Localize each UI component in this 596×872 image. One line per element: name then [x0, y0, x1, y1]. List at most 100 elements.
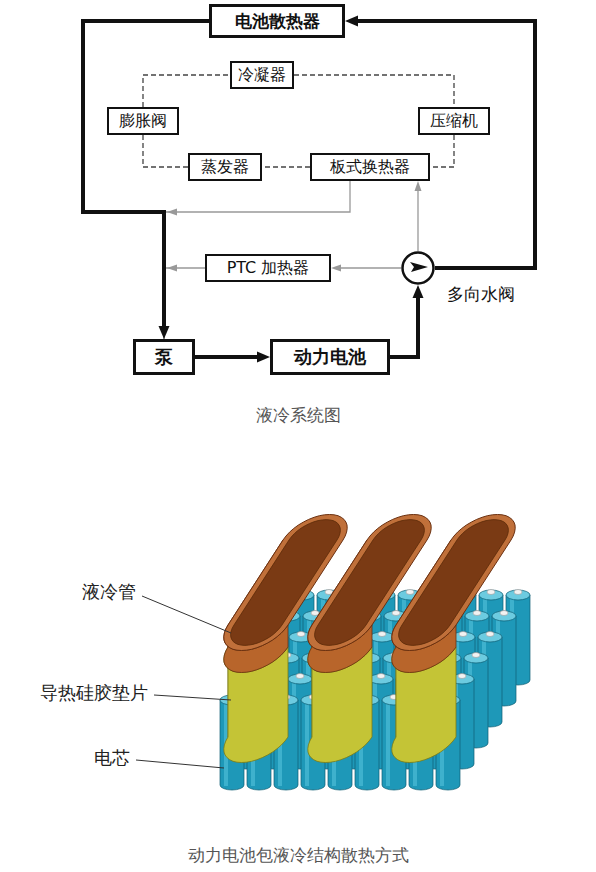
label-holder: 动力电池包液冷结构散热方式 — [0, 845, 596, 865]
battery-box: 动力电池 — [270, 339, 390, 375]
connector-line — [143, 75, 230, 107]
cell-terminal — [406, 590, 414, 595]
cell-terminal — [472, 653, 480, 658]
cell-terminal — [378, 632, 386, 637]
cell-terminal — [473, 611, 481, 616]
cooling-tube — [224, 515, 347, 651]
cell-terminal — [296, 674, 304, 679]
node-label: 板式换热器 — [330, 157, 410, 176]
refrigerant-line — [143, 135, 188, 167]
connector-line — [354, 21, 535, 268]
node-label: 电池散热器 — [235, 11, 320, 31]
cell-terminal — [459, 632, 467, 637]
pump-box: 泵 — [133, 339, 195, 375]
label-holder: 液冷管 — [82, 581, 136, 603]
flow-arrow — [331, 265, 401, 272]
refrigerant-line — [262, 167, 310, 168]
valve-ring — [403, 253, 434, 284]
cell-top — [492, 611, 516, 621]
arrow-head — [331, 265, 341, 272]
refrigerant-line — [294, 75, 454, 107]
cell-highlight — [305, 700, 309, 786]
cell-top — [464, 653, 488, 663]
cell-top — [506, 590, 530, 600]
arrow-head — [167, 265, 177, 272]
node-label: 膨胀阀 — [119, 111, 167, 130]
leader-lines — [136, 596, 231, 768]
flow-arrow — [164, 181, 350, 339]
node-label: 多向水阀 — [447, 284, 515, 304]
coolant-pipe — [345, 16, 535, 269]
arrow-head — [159, 326, 170, 339]
label-holder: 电芯 — [94, 747, 130, 769]
node-label: 动力电池 — [294, 346, 366, 368]
figure-caption: 动力电池包液冷结构散热方式 — [188, 845, 409, 865]
node-label: 蒸发器 — [201, 157, 249, 176]
process-box: 蒸发器 — [188, 153, 262, 181]
leader-line — [136, 760, 224, 768]
cell-terminal — [500, 611, 508, 616]
process-box: 板式换热器 — [310, 153, 430, 181]
cell-top — [465, 611, 489, 621]
flow-arrow — [164, 265, 205, 340]
cell-highlight — [386, 700, 390, 786]
cell-terminal — [392, 611, 400, 616]
cell-terminal — [297, 632, 305, 637]
refrigerant-line — [143, 75, 230, 107]
cell-terminal — [487, 590, 495, 595]
radiator-box: 电池散热器 — [209, 4, 345, 38]
connector-line — [195, 355, 261, 359]
arrow-head — [413, 285, 424, 298]
connector-line — [262, 166, 310, 167]
arrow-head — [167, 209, 177, 216]
node-label: 冷凝器 — [238, 65, 286, 84]
caption-holder: 液冷系统图 — [0, 405, 596, 425]
leader-line — [154, 695, 231, 700]
connector-line — [430, 135, 454, 167]
process-box: 膨胀阀 — [107, 107, 179, 135]
cell-terminal — [311, 611, 319, 616]
process-box: 压缩机 — [418, 107, 490, 135]
connector-line — [164, 268, 205, 339]
leader-line — [142, 596, 231, 633]
cell-top — [369, 674, 393, 684]
figure-caption: 液冷系统图 — [256, 405, 341, 425]
cooling-loop — [224, 515, 347, 763]
connector-line — [164, 181, 350, 339]
valve-arrow — [410, 262, 428, 272]
label-holder: 导热硅胶垫片 — [40, 682, 148, 704]
battery-pack-drawing — [220, 515, 530, 791]
node-label: PTC 加热器 — [227, 258, 310, 277]
connector-line — [143, 135, 188, 167]
node-label: 压缩机 — [430, 111, 478, 130]
cell-terminal — [377, 674, 385, 679]
cell-top — [478, 632, 502, 642]
refrigerant-line — [430, 135, 454, 167]
coolant-pipe — [195, 352, 270, 363]
arrow-head — [415, 181, 422, 191]
process-box: 冷凝器 — [230, 61, 294, 89]
cell-top — [288, 674, 312, 684]
node-label: 泵 — [155, 346, 173, 368]
part-label: 液冷管 — [82, 581, 136, 602]
cell-terminal — [486, 632, 494, 637]
flow-arrow — [415, 181, 422, 251]
valve-outline — [401, 251, 435, 285]
connector-line — [390, 294, 418, 357]
arrow-head — [257, 352, 270, 363]
cell-top — [479, 590, 503, 600]
valve-circle: 多向水阀 — [401, 251, 435, 285]
heater-box: PTC 加热器 — [205, 254, 331, 282]
arrow-head — [345, 16, 358, 27]
part-label: 电芯 — [94, 747, 130, 768]
connector-line — [338, 267, 401, 268]
connector-line — [294, 75, 454, 107]
cell-terminal — [514, 590, 522, 595]
coolant-pipe — [390, 285, 424, 357]
cooling-tube-inside — [231, 520, 341, 646]
cell-terminal — [458, 674, 466, 679]
